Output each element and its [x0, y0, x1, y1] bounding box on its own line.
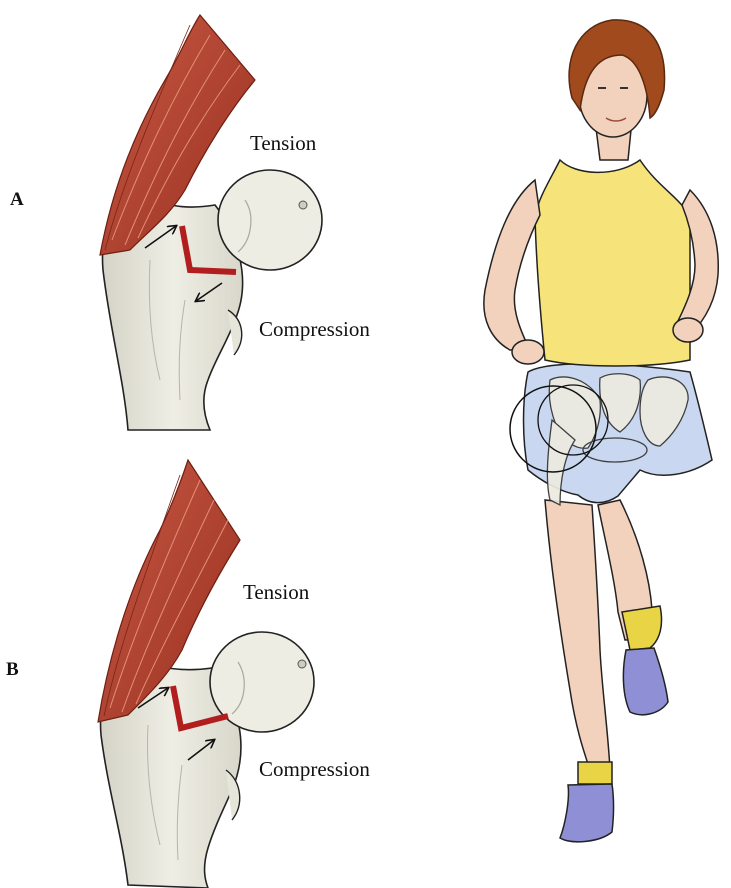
- runner-illustration: [484, 20, 718, 842]
